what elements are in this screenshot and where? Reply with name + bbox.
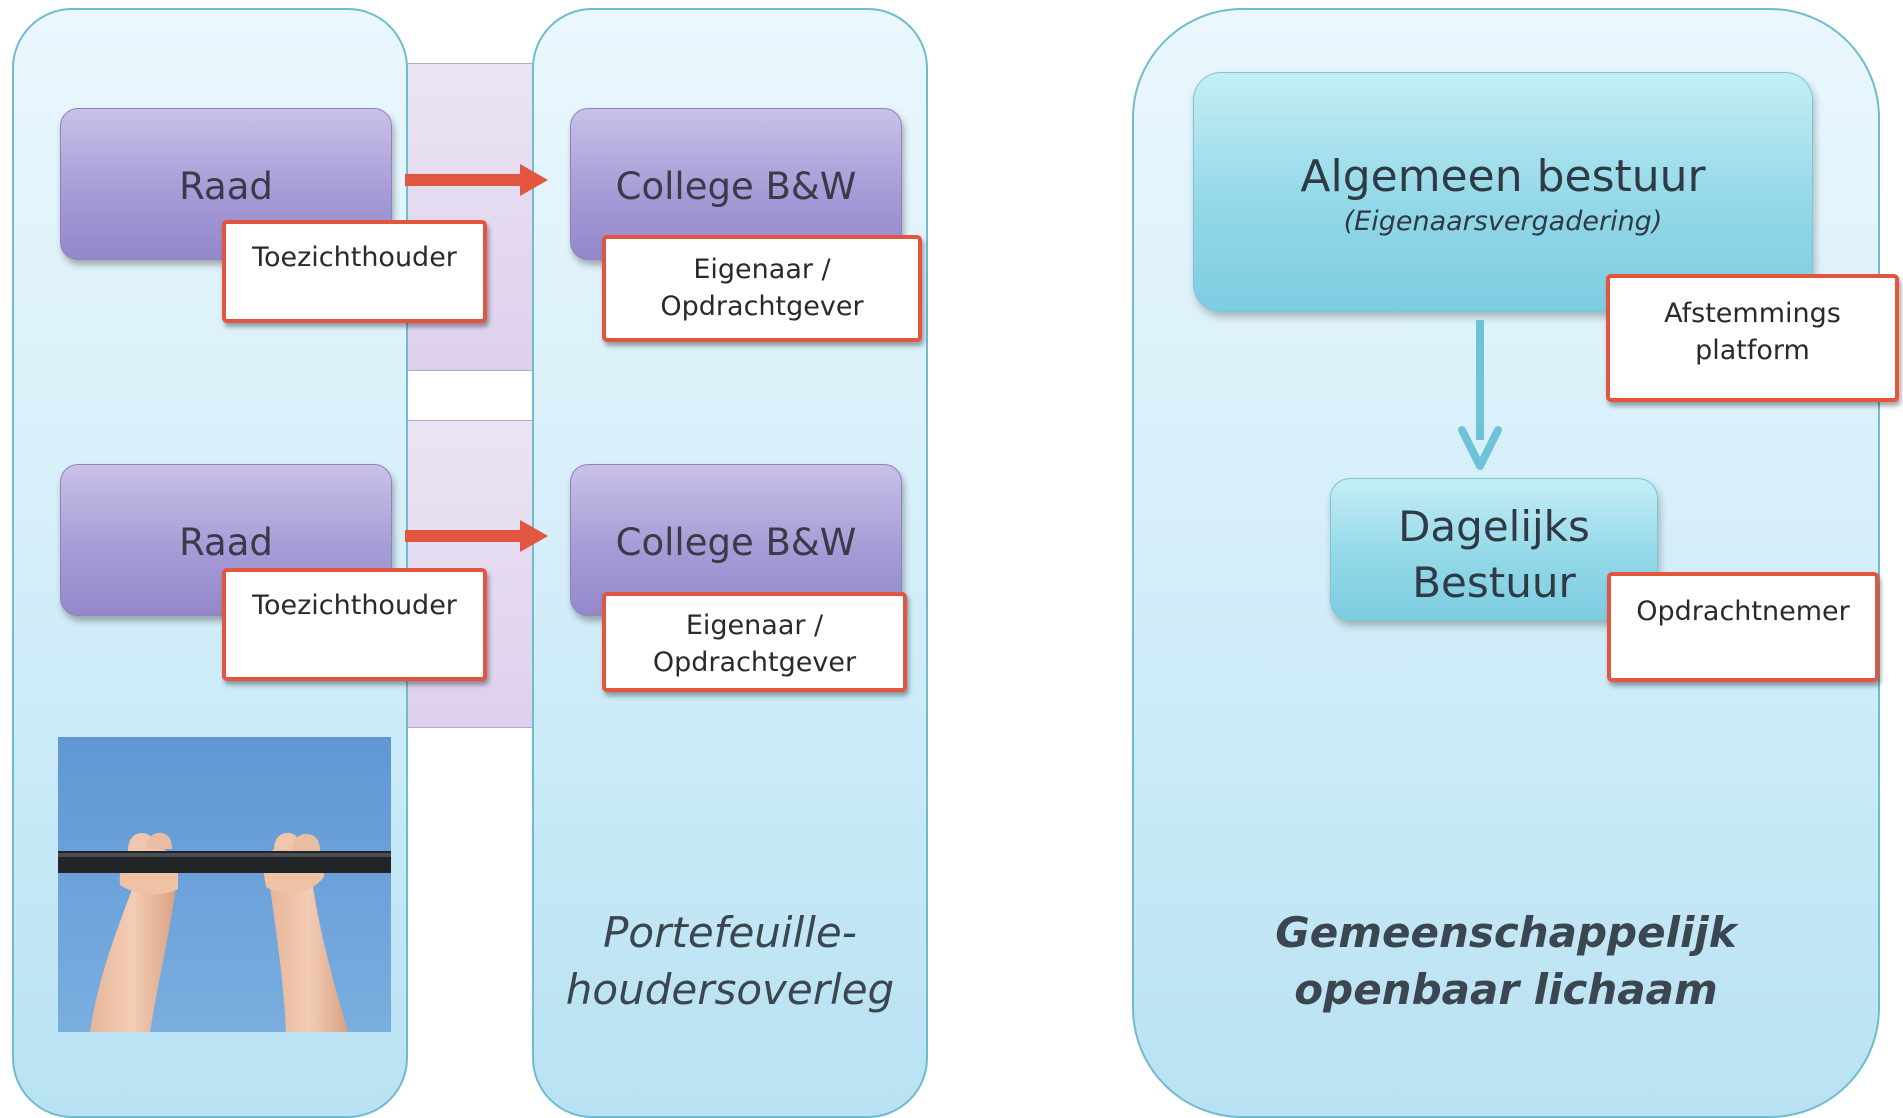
- afstemmings-line: Afstemmings: [1664, 298, 1841, 329]
- algemeen-bestuur-title: Algemeen bestuur: [1300, 151, 1706, 202]
- caption-line-2: openbaar lichaam: [1294, 965, 1718, 1014]
- opdrachtnemer-label: Opdrachtnemer: [1636, 596, 1850, 627]
- dagelijks-bestuur-box: Dagelijks Bestuur: [1330, 478, 1658, 621]
- college-box-2: College B&W: [570, 464, 902, 616]
- platform-line: platform: [1695, 335, 1810, 366]
- caption-line-1: Gemeenschappelijk: [1275, 908, 1737, 957]
- toezichthouder-label: Toezichthouder: [252, 590, 457, 621]
- dagelijks-line: Dagelijks: [1398, 502, 1590, 551]
- hands-on-bar-photo: [58, 737, 391, 1032]
- opdrachtnemer-tag: Opdrachtnemer: [1607, 572, 1879, 682]
- eigenaar-line: Eigenaar /: [693, 254, 831, 285]
- arrow-raad-to-college-1: [405, 164, 548, 196]
- eigenaar-line: Eigenaar /: [685, 610, 824, 641]
- connector-band-top: [400, 63, 540, 371]
- algemeen-bestuur-box: Algemeen bestuur (Eigenaarsvergadering): [1193, 72, 1813, 312]
- opdrachtgever-line: Opdrachtgever: [652, 647, 857, 678]
- bestuur-line: Bestuur: [1412, 558, 1576, 607]
- opdrachtgever-line: Opdrachtgever: [660, 291, 864, 322]
- college-label: College B&W: [615, 521, 857, 564]
- eigenaar-tag-1: Eigenaar / Opdrachtgever: [602, 235, 922, 342]
- arrow-ab-to-db: [1458, 320, 1502, 470]
- algemeen-bestuur-subtitle: (Eigenaarsvergadering): [1343, 206, 1663, 237]
- toezichthouder-tag-2: Toezichthouder: [222, 568, 487, 681]
- gol-caption: Gemeenschappelijk openbaar lichaam: [1132, 904, 1880, 1018]
- toezichthouder-label: Toezichthouder: [252, 242, 457, 273]
- eigenaar-tag-2: Eigenaar / Opdrachtgever: [602, 592, 907, 692]
- afstemmings-platform-tag: Afstemmings platform: [1606, 274, 1899, 402]
- caption-line-1: Portefeuille-: [603, 908, 857, 957]
- college-label: College B&W: [615, 165, 857, 208]
- portefeuille-caption: Portefeuille- houdersoverleg: [532, 904, 928, 1018]
- raad-label: Raad: [179, 521, 273, 564]
- caption-line-2: houdersoverleg: [565, 965, 895, 1014]
- toezichthouder-tag-1: Toezichthouder: [222, 220, 487, 323]
- college-box-1: College B&W: [570, 108, 902, 260]
- arrow-raad-to-college-2: [405, 520, 548, 552]
- raad-label: Raad: [179, 165, 273, 208]
